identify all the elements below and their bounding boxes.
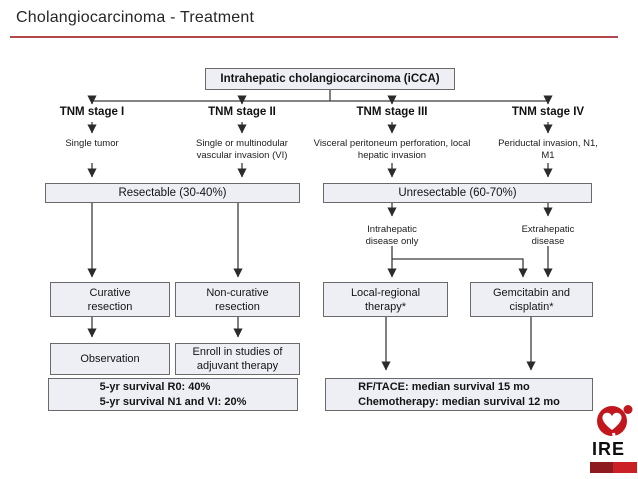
ire-logo-bar [590,462,637,473]
node-enroll-adjuvant-studies: Enroll in studies of adjuvant therapy [175,343,300,375]
desc-tnm-stage-3: Visceral peritoneum perforation, local h… [313,138,471,161]
label-tnm-stage-1: TNM stage I [59,106,125,118]
palliative-outcome-line2: Chemotherapy: median survival 12 mo [358,395,560,408]
title-rule [10,36,618,38]
label-tnm-stage-2: TNM stage II [208,106,276,118]
desc-tnm-stage-2: Single or multinodular vascular invasion… [196,138,288,161]
palliative-outcome-text: RF/TACE: median survival 15 mo Chemother… [358,380,560,409]
surgical-outcome-text: 5-yr survival R0: 40% 5-yr survival N1 a… [100,380,247,409]
node-resectable: Resectable (30-40%) [45,183,300,203]
ire-logo-text: IRE [592,439,626,459]
node-palliative-outcome: RF/TACE: median survival 15 mo Chemother… [325,378,593,411]
ire-logo-icon [597,402,635,440]
node-unresectable: Unresectable (60-70%) [323,183,592,203]
label-tnm-stage-3: TNM stage III [356,106,428,118]
palliative-outcome-line1: RF/TACE: median survival 15 mo [358,381,530,393]
node-surgical-outcome: 5-yr survival R0: 40% 5-yr survival N1 a… [48,378,298,411]
desc-tnm-stage-1: Single tumor [65,138,119,149]
label-tnm-stage-4: TNM stage IV [511,106,585,118]
node-icca-root: Intrahepatic cholangiocarcinoma (iCCA) [205,68,455,90]
label-intrahepatic-disease: Intrahepatic disease only [365,224,419,247]
page-title: Cholangiocarcinoma - Treatment [16,9,255,26]
node-curative-resection: Curative resection [50,282,170,317]
ire-logo-bar-bright [613,462,637,473]
node-observation: Observation [50,343,170,375]
node-local-regional-therapy: Local-regional therapy* [323,282,448,317]
surgical-outcome-line2: 5-yr survival N1 and VI: 20% [99,395,247,408]
ire-logo-bar-dark [590,462,613,473]
node-gemcitabin-cisplatin: Gemcitabin and cisplatin* [470,282,593,317]
surgical-outcome-line1: 5-yr survival R0: 40% [99,381,211,393]
desc-tnm-stage-4: Periductal invasion, N1, M1 [498,138,598,161]
label-extrahepatic-disease: Extrahepatic disease [521,224,575,247]
node-non-curative-resection: Non-curative resection [175,282,300,317]
